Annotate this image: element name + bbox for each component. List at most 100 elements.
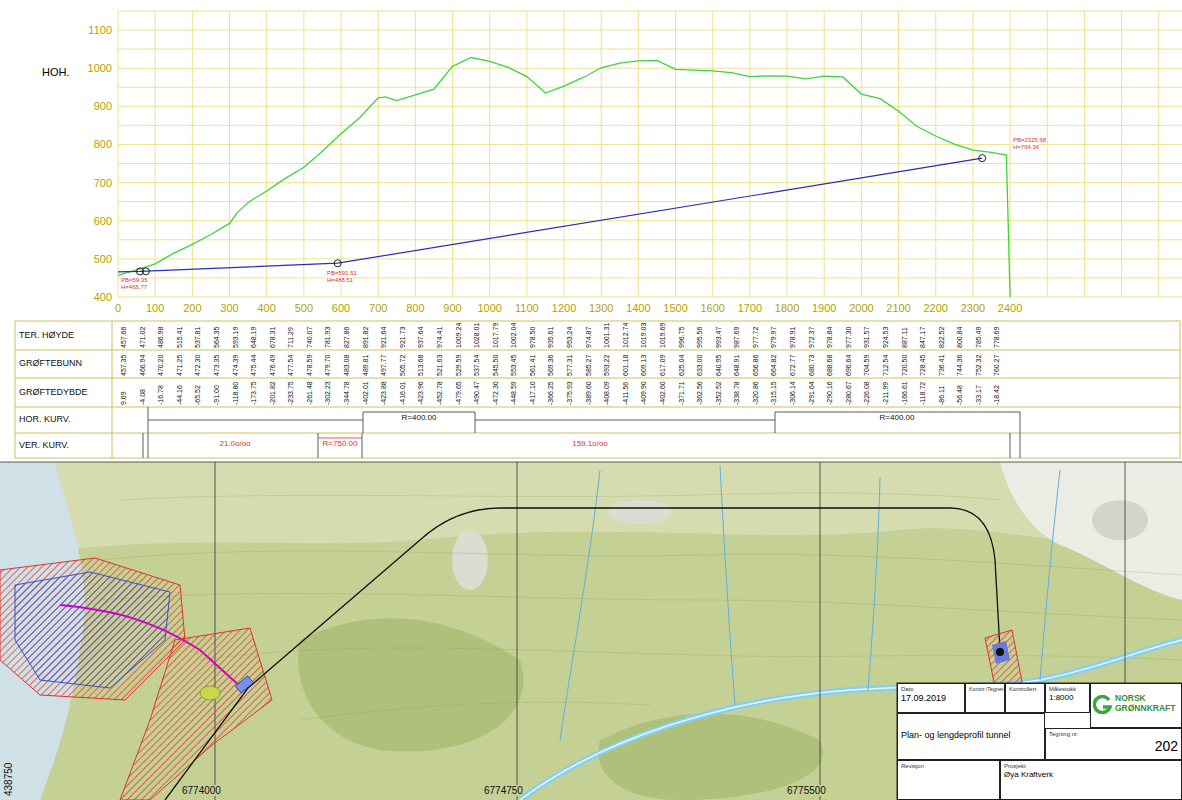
grid-line <box>1158 11 1159 297</box>
table-value: 760.27 <box>993 355 1001 376</box>
axis-title: HOH. <box>42 66 70 78</box>
table-value: -452.78 <box>436 381 444 405</box>
axis-tick: 300 <box>220 302 238 314</box>
table-value: 505.72 <box>399 355 407 376</box>
axis-tick: 1200 <box>552 302 576 314</box>
grid-line <box>118 125 1182 126</box>
curve-label: 21.0o/oo <box>219 440 250 449</box>
curve-mark <box>475 412 476 433</box>
table-value: -472.30 <box>492 381 500 405</box>
title-block-cell: ProsjektØya Kraftverk <box>1000 760 1182 800</box>
table-value: 1019.69 <box>659 323 667 348</box>
table-value: -302.23 <box>324 381 332 405</box>
table-value: 577.31 <box>566 355 574 376</box>
table-value: -91.00 <box>213 385 221 405</box>
table-value: 935.61 <box>547 327 555 348</box>
table-value: 470.20 <box>157 355 165 376</box>
cell-text: Revisjon <box>901 763 996 770</box>
table-value: 1009.24 <box>455 323 463 348</box>
curve-mark <box>363 412 475 413</box>
grid-line <box>118 220 1182 221</box>
map-coordinate: 438750 <box>3 763 14 796</box>
grid-line <box>749 11 750 297</box>
table-value: -280.67 <box>845 381 853 405</box>
grid-line <box>378 11 379 297</box>
grid-line <box>118 30 1182 31</box>
cell-heading: Prosjekt <box>1004 763 1178 770</box>
table-value: -344.78 <box>343 381 351 405</box>
grid-line <box>155 11 156 297</box>
axis-tick: 700 <box>369 302 387 314</box>
table-value: -166.61 <box>901 381 909 405</box>
cell-heading: Dato <box>901 686 961 693</box>
row-header: VER. KURV. <box>19 441 69 451</box>
table-value: -56.48 <box>956 385 964 405</box>
grid-line <box>118 68 1182 69</box>
table-value: 752.32 <box>975 355 983 376</box>
point-label: PB=591.51 <box>327 270 357 277</box>
table-value: 593.19 <box>232 327 240 348</box>
table-value: -375.93 <box>566 381 574 405</box>
table-value: 996.75 <box>678 327 686 348</box>
table-value: 678.31 <box>269 327 277 348</box>
table-value: 609.13 <box>640 355 648 376</box>
table-value: 720.50 <box>901 355 909 376</box>
table-value: 537.81 <box>194 327 202 348</box>
break-point <box>142 268 149 275</box>
axis-tick: 1100 <box>88 24 112 36</box>
table-value: 847.17 <box>919 327 927 348</box>
vertical-curve-mark <box>318 438 362 439</box>
table-value: 473.35 <box>213 355 221 376</box>
table-frame <box>15 321 1180 458</box>
table-value: -448.59 <box>510 381 518 405</box>
axis-tick: 700 <box>94 177 112 189</box>
table-value: 529.59 <box>455 355 463 376</box>
table-value: 978.50 <box>529 327 537 348</box>
table-value: -118.80 <box>232 382 240 405</box>
grid-line <box>118 277 1182 278</box>
table-value: 553.45 <box>510 355 518 376</box>
table-value: 1012.74 <box>622 323 630 348</box>
table-value: 466.94 <box>139 355 147 376</box>
table-value: 778.69 <box>993 327 1001 348</box>
axis-tick: 600 <box>332 302 350 314</box>
table-value: 978.91 <box>789 327 797 348</box>
table-value: 921.73 <box>399 327 407 348</box>
cell-text: NORSK GRØNNKRAFT <box>1115 694 1178 714</box>
table-value: 953.24 <box>566 327 574 348</box>
table-column-line <box>112 321 113 458</box>
table-row-line <box>15 350 1180 351</box>
axis-tick: 500 <box>295 302 313 314</box>
axis-tick: 1100 <box>515 302 539 314</box>
table-value: 712.54 <box>882 355 890 376</box>
table-value: -290.16 <box>826 381 834 405</box>
axis-tick: 1300 <box>589 302 613 314</box>
table-value: 564.35 <box>213 327 221 348</box>
table-value: 664.82 <box>770 355 778 376</box>
straight-mark <box>475 420 775 421</box>
title-block-cell: Tegning nr.202 <box>1045 728 1182 760</box>
table-value: 974.87 <box>585 327 593 348</box>
table-value: 740.07 <box>306 327 314 348</box>
grid-line <box>118 201 1182 202</box>
grid-line <box>675 11 676 297</box>
cell-text: 1:8000 <box>1049 693 1086 702</box>
row-header: TER. HØYDE <box>19 331 74 341</box>
table-value: -211.99 <box>882 382 890 405</box>
grid-line <box>118 87 1182 88</box>
table-value: 995.56 <box>696 327 704 348</box>
table-value: 633.00 <box>696 355 704 376</box>
grid-line <box>192 11 193 297</box>
grid-line <box>118 297 1182 298</box>
table-value: -411.56 <box>622 382 630 405</box>
axis-tick: 900 <box>94 100 112 112</box>
grid-line <box>229 11 230 297</box>
grid-line <box>118 239 1182 240</box>
table-value: -65.52 <box>194 385 202 405</box>
grid-line <box>341 11 342 297</box>
table-value: 648.19 <box>250 327 258 348</box>
grid-line <box>935 11 936 297</box>
table-value: 987.69 <box>733 327 741 348</box>
axis-tick: 2100 <box>886 302 910 314</box>
table-value: -86.11 <box>938 386 946 405</box>
